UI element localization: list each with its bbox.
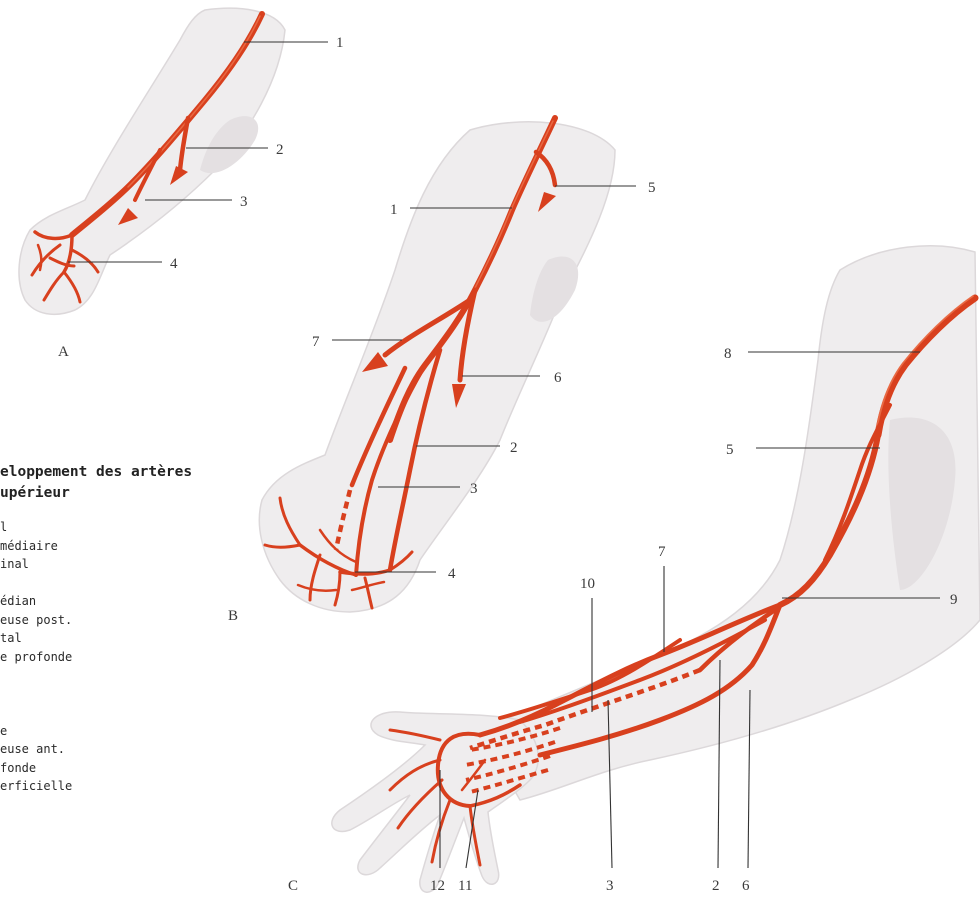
label-c-11: 11	[458, 878, 472, 894]
label-b-3: 3	[470, 481, 478, 497]
legend-item: euse post.	[0, 611, 220, 630]
label-a-2: 2	[276, 142, 284, 158]
label-b-5: 5	[648, 180, 656, 196]
label-c-8: 8	[724, 346, 732, 362]
legend-title-line-2: upérieur	[0, 485, 70, 501]
panel-label-b: B	[228, 608, 238, 624]
legend: eloppement des artères upérieur l médiai…	[0, 462, 220, 796]
label-b-4: 4	[448, 566, 456, 582]
legend-item: tal	[0, 629, 220, 648]
label-b-7: 7	[312, 334, 320, 350]
label-b-2: 2	[510, 440, 518, 456]
legend-item: euse ant.	[0, 740, 220, 759]
limb-a: 1 2 3 4 A	[19, 8, 344, 360]
label-c-6: 6	[742, 878, 750, 894]
panel-label-c: C	[288, 878, 298, 894]
legend-title: eloppement des artères upérieur	[0, 462, 220, 504]
label-b-6: 6	[554, 370, 562, 386]
legend-item	[0, 666, 220, 685]
limb-b: 5 1 7 6 2 3 4 B	[228, 118, 656, 624]
label-a-1: 1	[336, 35, 344, 51]
label-c-2: 2	[712, 878, 720, 894]
legend-title-line-1: eloppement des artères	[0, 464, 192, 480]
legend-item: inal	[0, 555, 220, 574]
legend-item: e profonde	[0, 648, 220, 667]
legend-item: édian	[0, 592, 220, 611]
label-c-7: 7	[658, 544, 666, 560]
label-c-10: 10	[580, 576, 595, 592]
panel-label-a: A	[58, 344, 69, 360]
legend-list: l médiaire inal édian euse post. tal e p…	[0, 518, 220, 796]
label-c-5: 5	[726, 442, 734, 458]
legend-item	[0, 685, 220, 704]
label-a-3: 3	[240, 194, 248, 210]
legend-item: l	[0, 518, 220, 537]
label-c-12: 12	[430, 878, 445, 894]
label-c-3: 3	[606, 878, 614, 894]
legend-item	[0, 703, 220, 722]
legend-item: médiaire	[0, 537, 220, 556]
legend-item: e	[0, 722, 220, 741]
legend-item: erficielle	[0, 777, 220, 796]
label-a-4: 4	[170, 256, 178, 272]
label-c-9: 9	[950, 592, 958, 608]
label-b-1: 1	[390, 202, 398, 218]
legend-item	[0, 574, 220, 593]
legend-item: fonde	[0, 759, 220, 778]
